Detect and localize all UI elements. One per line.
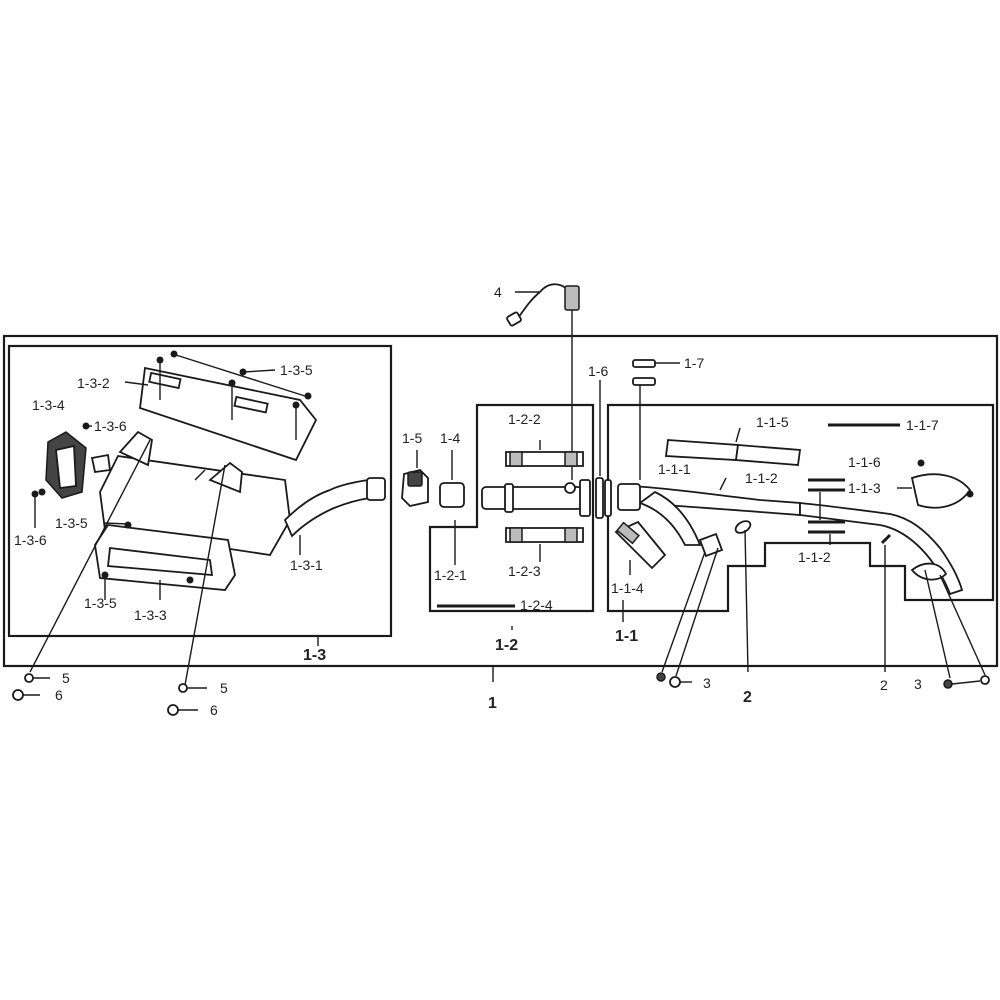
label-part-1-3-4: 1-3-4: [32, 397, 65, 413]
header-pipe-parts: [492, 423, 986, 682]
label-part-1-4: 1-4: [440, 430, 460, 446]
frame-mid-pipe-1-2: [428, 403, 595, 613]
label-part-1-2-1: 1-2-1: [434, 567, 467, 583]
label-part-1-1-2-bottom: 1-1-2: [798, 549, 831, 565]
label-part-6-mid: 6: [210, 702, 218, 718]
label-part-1-3-5-top: 1-3-5: [280, 362, 313, 378]
label-part-1-1-1: 1-1-1: [658, 461, 691, 477]
label-part-5-mid: 5: [220, 680, 228, 696]
label-part-3-right: 3: [914, 676, 922, 692]
label-part-1-3-1: 1-3-1: [290, 557, 323, 573]
label-part-4: 4: [494, 284, 502, 300]
label-assembly-1-2: 1-2: [495, 637, 518, 654]
label-part-1-6: 1-6: [588, 363, 608, 379]
outer-frame-assembly-1: [2, 334, 999, 668]
label-part-1-2-2: 1-2-2: [508, 411, 541, 427]
muffler-inlet-pipe: [283, 478, 371, 538]
label-part-6-left: 6: [55, 687, 63, 703]
frame-muffler-1-3: [7, 344, 393, 638]
label-part-1-3-3: 1-3-3: [134, 607, 167, 623]
label-part-1-3-6-left: 1-3-6: [14, 532, 47, 548]
label-assembly-1: 1: [488, 695, 497, 712]
label-part-1-3-5-bottom: 1-3-5: [84, 595, 117, 611]
label-part-1-1-6: 1-1-6: [848, 454, 881, 470]
label-part-1-2-3: 1-2-3: [508, 563, 541, 579]
frame-header-pipe-1-1: [606, 403, 995, 613]
label-part-1-5: 1-5: [402, 430, 422, 446]
label-part-1-1-3: 1-1-3: [848, 480, 881, 496]
muffler-assembly: [29, 350, 386, 686]
label-part-1-3-6-top: 1-3-6: [94, 418, 127, 434]
label-part-1-2-4: 1-2-4: [520, 597, 553, 613]
label-part-5-left: 5: [62, 670, 70, 686]
bottom-fasteners: [12, 672, 990, 716]
label-part-1-1-7: 1-1-7: [906, 417, 939, 433]
label-part-3-mid: 3: [703, 675, 711, 691]
sleeve-part-1-4: [439, 482, 465, 508]
stud-bolts-part-1-7: [632, 359, 680, 480]
label-part-1-7: 1-7: [684, 355, 704, 371]
label-assembly-1-3: 1-3: [303, 647, 326, 664]
upper-heat-shield: [139, 366, 318, 462]
heat-shield-part-1-2-3: [505, 527, 584, 543]
mid-pipe-parts: [401, 440, 591, 608]
label-part-1-3-5-mid: 1-3-5: [55, 515, 88, 531]
heat-shield-part-1-2-2: [505, 451, 584, 467]
label-part-2-right: 2: [880, 677, 888, 693]
label-part-1-3-2: 1-3-2: [77, 375, 110, 391]
oxygen-sensor-part-4: [506, 283, 580, 480]
label-part-1-1-2-top: 1-1-2: [745, 470, 778, 486]
label-part-1-1-4: 1-1-4: [611, 580, 644, 596]
label-part-2-mid: 2: [743, 689, 752, 706]
label-part-1-1-5: 1-1-5: [756, 414, 789, 430]
label-assembly-1-1: 1-1: [615, 628, 638, 645]
gasket-part-1-6: [595, 380, 612, 519]
